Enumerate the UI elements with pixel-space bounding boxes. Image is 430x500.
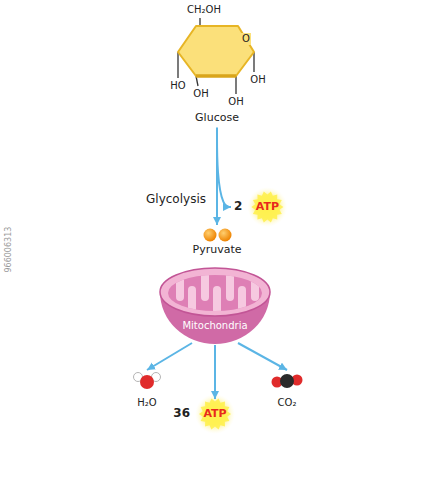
flow-arrow: [238, 343, 287, 370]
water-molecule-drawing: [134, 373, 161, 390]
atp-yield: 36 ATP: [171, 399, 237, 429]
water-molecule: H₂O: [135, 370, 158, 410]
ring-oxygen: O: [241, 33, 251, 45]
energy-burst: [247, 187, 287, 227]
mitochondrion: Mitochondria: [160, 265, 270, 344]
molecule-formula: H₂O: [137, 397, 156, 409]
compound-name: Glucose: [195, 112, 239, 125]
atp-count: 36: [173, 407, 190, 421]
process-label: Glycolysis: [144, 193, 208, 207]
organelle-name: Mitochondria: [182, 320, 247, 332]
glucose-ring: [178, 18, 254, 94]
atp-label: ATP: [247, 194, 287, 220]
pyruvate-group: Pyruvate: [185, 226, 249, 259]
substituent-group: OH: [228, 96, 243, 108]
energy-burst: [195, 394, 235, 434]
substituent-group: OH: [250, 74, 265, 86]
pyruvate-molecules: [204, 229, 232, 242]
substituent-group: OH: [193, 88, 208, 100]
carbon-dioxide-molecule: CO₂: [276, 370, 299, 410]
atp-yield: 2 ATP: [232, 192, 289, 222]
compound-box: Glucose: [193, 110, 241, 127]
flow-arrow: [217, 128, 231, 207]
carbon-dioxide-drawing: [272, 374, 303, 388]
compound-name: Pyruvate: [193, 244, 242, 257]
watermark: 966006313: [4, 227, 13, 273]
substituent-group: HO: [170, 80, 185, 92]
flow-arrow: [214, 345, 216, 399]
mitochondrion-drawing: [160, 268, 270, 344]
substituent-group: CH₂OH: [187, 4, 221, 16]
flow-arrow: [147, 343, 192, 370]
atp-count: 2: [234, 200, 242, 214]
molecule-formula: CO₂: [278, 397, 297, 409]
atp-label: ATP: [195, 401, 235, 427]
